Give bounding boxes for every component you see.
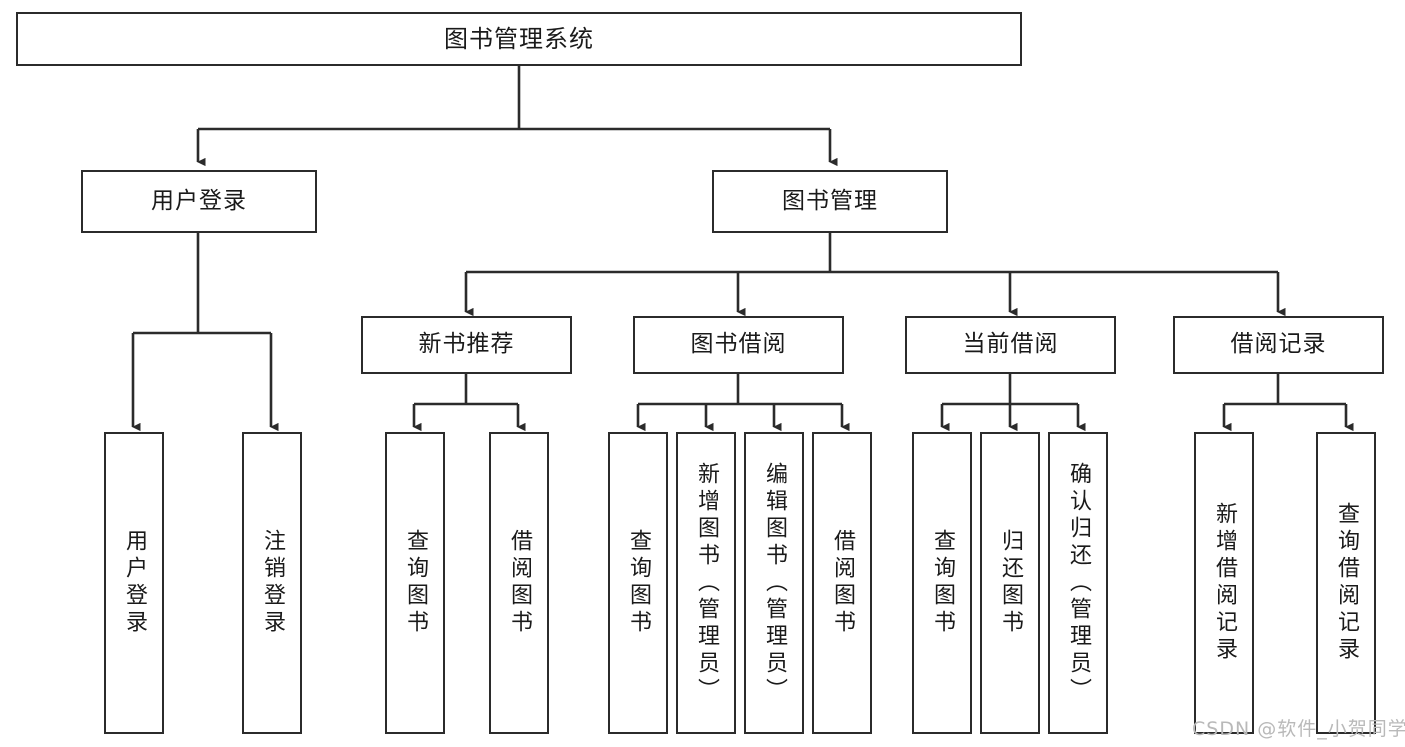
leaf-user-login[interactable]: 用户登录 (104, 432, 164, 734)
node-root-book-management-system[interactable]: 图书管理系统 (16, 12, 1022, 66)
leaf-current-query-book[interactable]: 查询图书 (912, 432, 972, 734)
leaf-add-book-admin[interactable]: 新增图书（管理员） (676, 432, 736, 734)
leaf-borrow-query-book[interactable]: 查询图书 (608, 432, 668, 734)
node-current-borrowing[interactable]: 当前借阅 (905, 316, 1116, 374)
node-borrow-records[interactable]: 借阅记录 (1173, 316, 1384, 374)
node-book-management[interactable]: 图书管理 (712, 170, 948, 233)
node-user-login[interactable]: 用户登录 (81, 170, 317, 233)
leaf-confirm-return-admin[interactable]: 确认归还（管理员） (1048, 432, 1108, 734)
leaf-add-borrow-record[interactable]: 新增借阅记录 (1194, 432, 1254, 734)
leaf-recommend-query-book[interactable]: 查询图书 (385, 432, 445, 734)
node-new-book-recommendation[interactable]: 新书推荐 (361, 316, 572, 374)
leaf-borrow-book[interactable]: 借阅图书 (812, 432, 872, 734)
leaf-query-borrow-record[interactable]: 查询借阅记录 (1316, 432, 1376, 734)
node-book-borrowing[interactable]: 图书借阅 (633, 316, 844, 374)
leaf-recommend-borrow-book[interactable]: 借阅图书 (489, 432, 549, 734)
leaf-return-book[interactable]: 归还图书 (980, 432, 1040, 734)
leaf-logout[interactable]: 注销登录 (242, 432, 302, 734)
leaf-edit-book-admin[interactable]: 编辑图书（管理员） (744, 432, 804, 734)
csdn-watermark: CSDN @软件_小贺同学 (1192, 718, 1405, 740)
